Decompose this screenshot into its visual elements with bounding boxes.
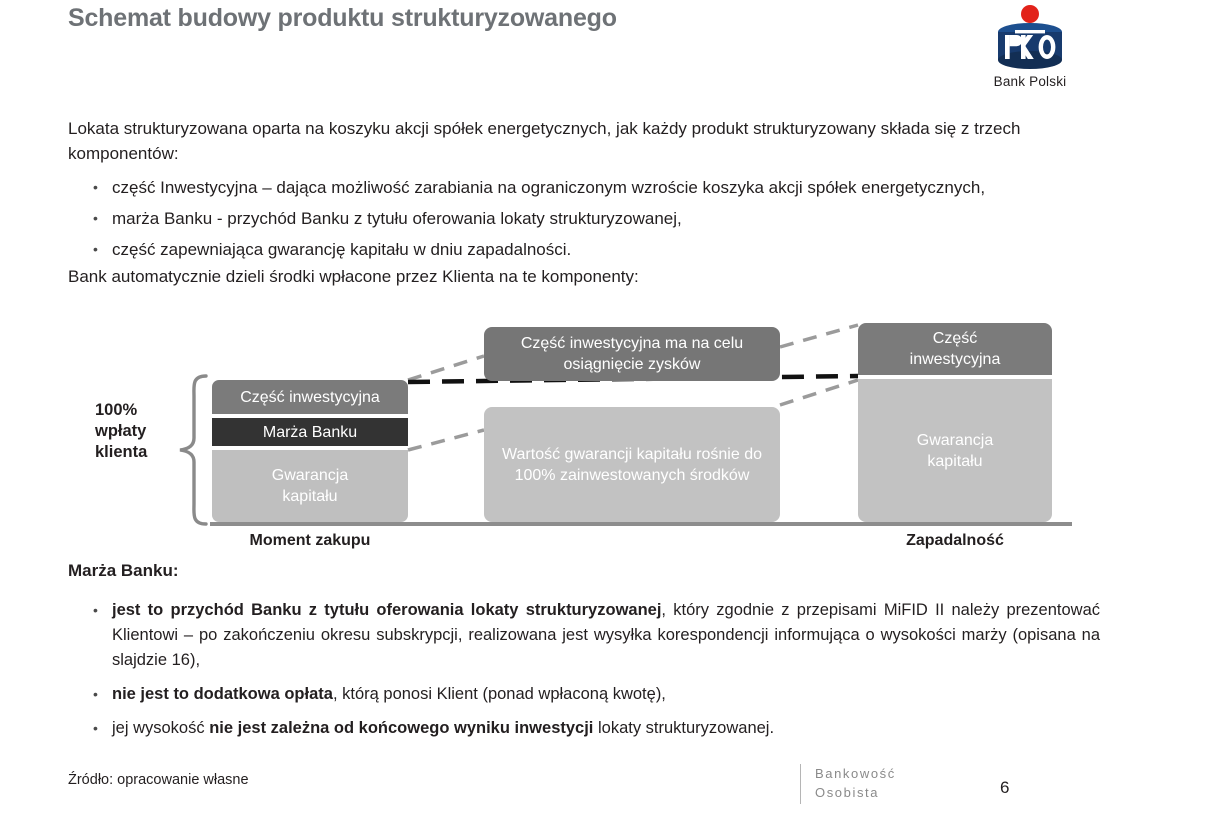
margin-section-heading: Marża Banku: [68, 561, 179, 580]
list-item-bold: nie jest zależna od końcowego wyniku inw… [209, 719, 594, 737]
pko-bank-polski-logo: Bank Polski [955, 4, 1105, 89]
margin-bullet-list: • jest to przychód Banku z tytułu oferow… [88, 598, 1100, 750]
list-item-label: lokaty strukturyzowanej. [593, 719, 775, 737]
list-item: • jej wysokość nie jest zależna od końco… [88, 716, 1100, 741]
list-item-bold: nie jest to dodatkowa opłata [112, 685, 333, 703]
page-title: Schemat budowy produktu strukturyzowaneg… [68, 4, 617, 32]
box-left-investment-part: Część inwestycyjna [212, 380, 408, 414]
pko-logo-icon [998, 5, 1062, 69]
list-item-label: , który zgodnie z przepisami MiFID II na… [112, 601, 1100, 669]
box-right-capital-guarantee-line: Gwarancja [916, 431, 994, 449]
list-item: • marża Banku - przychód Banku z tytułu … [88, 203, 1108, 234]
logo-caption: Bank Polski [993, 74, 1067, 89]
footer-divider [800, 764, 801, 804]
list-item-label: , którą ponosi Klient (ponad wpłaconą kw… [332, 685, 666, 703]
bullet-dot-icon: • [93, 720, 98, 736]
list-item-lead: jej wysokość [112, 719, 210, 737]
bullet-dot-icon: • [93, 179, 98, 195]
brace-label-line: wpłaty [95, 422, 147, 440]
list-item-label: marża Banku - przychód Banku z tytułu of… [112, 209, 682, 228]
brace-label: 100% wpłaty klienta [95, 400, 173, 463]
box-left-capital-guarantee-line: Gwarancja [271, 467, 349, 484]
footer-brand: Bankowość Osobista [800, 764, 896, 804]
curly-brace-icon [179, 374, 208, 526]
axis-label-purchase-moment: Moment zakupu [249, 532, 371, 549]
footer-brand-line1: Bankowość [815, 766, 896, 781]
structured-product-diagram: 100% wpłaty klienta Część inwestycyjna M… [0, 300, 1225, 558]
list-item-label: część zapewniająca gwarancję kapitału w … [112, 240, 572, 259]
brace-label-line: 100% [95, 401, 138, 419]
source-note: Źródło: opracowanie własne [68, 772, 249, 788]
box-left-bank-margin: Marża Banku [212, 418, 408, 446]
list-item: • jest to przychód Banku z tytułu oferow… [88, 598, 1100, 673]
box-left-capital-guarantee-line: kapitału [282, 488, 338, 505]
bullet-dot-icon: • [93, 686, 98, 702]
box-right-capital-guarantee: Gwarancja kapitału [858, 379, 1052, 522]
intro-closing-line: Bank automatycznie dzieli środki wpłacon… [68, 267, 639, 286]
list-item: • część Inwestycyjna – dająca możliwość … [88, 172, 1108, 203]
bullet-dot-icon: • [93, 241, 98, 257]
list-item-bold: jest to przychód Banku z tytułu oferowan… [112, 601, 662, 619]
box-right-investment-line: Część [932, 330, 978, 347]
bullet-dot-icon: • [93, 602, 98, 618]
box-right-capital-guarantee-line: kapitału [927, 452, 983, 470]
list-item: • nie jest to dodatkowa opłata, którą po… [88, 682, 1100, 707]
axis-label-maturity: Zapadalność [906, 532, 1004, 549]
bullet-dot-icon: • [93, 210, 98, 226]
list-item-label: część Inwestycyjna – dająca możliwość za… [112, 178, 986, 197]
list-item: • część zapewniająca gwarancję kapitału … [88, 234, 1108, 265]
brace-label-line: klienta [95, 443, 148, 461]
box-right-investment-part: Część inwestycyjna [858, 323, 1052, 375]
box-right-investment-line: inwestycyjna [909, 351, 1001, 368]
footer-brand-line2: Osobista [815, 785, 880, 800]
box-middle-guarantee-note: Wartość gwarancji kapitału rośnie do 100… [484, 407, 780, 522]
intro-paragraph: Lokata strukturyzowana oparta na koszyku… [68, 119, 1021, 163]
box-middle-investment-note: Część inwestycyjna ma na celu osiągnięci… [484, 327, 780, 381]
page-number: 6 [1000, 778, 1010, 797]
diagram-baseline [210, 522, 1072, 526]
intro-bullet-list: • część Inwestycyjna – dająca możliwość … [88, 172, 1108, 265]
box-left-capital-guarantee: Gwarancja kapitału [212, 450, 408, 522]
